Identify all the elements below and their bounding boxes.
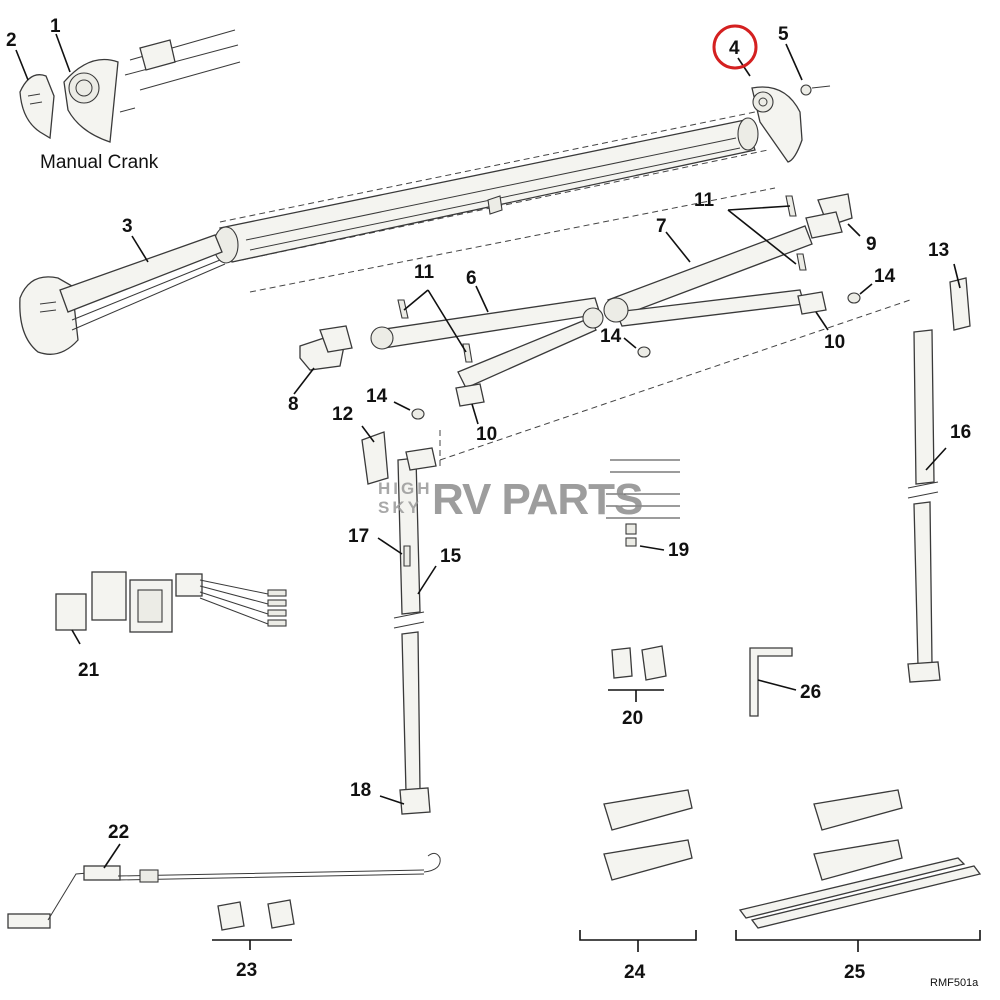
callout-15: 15 <box>440 546 462 567</box>
callout-14-left: 14 <box>366 386 388 407</box>
clips-20 <box>611 645 667 681</box>
support-arm-right <box>907 329 941 683</box>
crank-handle-22 <box>7 852 441 929</box>
callout-26: 26 <box>800 682 821 703</box>
callout-2: 2 <box>6 30 17 51</box>
rafter-arm-left <box>370 297 604 389</box>
callout-23: 23 <box>236 960 257 981</box>
callout-5: 5 <box>778 24 789 45</box>
channels-25 <box>738 789 982 929</box>
callout-19: 19 <box>668 540 689 561</box>
fabric-detail-19 <box>606 459 680 547</box>
support-arm-left <box>393 447 437 815</box>
watermark-line1: HIGH <box>378 479 433 498</box>
callout-10-right: 10 <box>824 332 845 353</box>
hex-key-26 <box>749 647 793 717</box>
callout-11-left: 11 <box>414 262 435 283</box>
drawing-code: RMF501a <box>930 977 979 989</box>
fabric-outline <box>439 299 911 470</box>
roller-tube <box>213 111 776 293</box>
group-brackets <box>212 689 981 952</box>
left-arm-head <box>19 234 226 355</box>
end-cap-right <box>751 84 831 163</box>
callout-18: 18 <box>350 780 371 801</box>
callout-25: 25 <box>844 962 866 983</box>
callout-12: 12 <box>332 404 353 425</box>
callout-13: 13 <box>928 240 949 261</box>
callout-24: 24 <box>624 962 646 983</box>
clips-23 <box>217 899 295 931</box>
callout-6: 6 <box>466 268 477 289</box>
callout-3: 3 <box>122 216 133 237</box>
callout-21: 21 <box>78 660 100 681</box>
channels-24 <box>603 789 693 881</box>
hardware-brackets <box>299 193 971 485</box>
watermark-brand: RV PARTS <box>432 475 642 524</box>
switch-kit-21 <box>55 571 287 633</box>
watermark-line2: SKY <box>378 498 422 517</box>
rafter-arm-right <box>603 225 813 327</box>
callout-8: 8 <box>288 394 299 415</box>
watermark: HIGH SKY RV PARTS <box>378 475 643 524</box>
callout-17: 17 <box>348 526 369 547</box>
manual-crank-caption: Manual Crank <box>40 152 159 173</box>
callout-7: 7 <box>656 216 667 237</box>
callout-22: 22 <box>108 822 129 843</box>
leader-lines <box>15 33 961 869</box>
callout-20: 20 <box>622 708 643 729</box>
highlight-circle-part-4 <box>712 24 758 70</box>
callout-1: 1 <box>50 16 61 37</box>
callout-10-left: 10 <box>476 424 497 445</box>
callout-4: 4 <box>729 38 740 59</box>
callout-14-middle: 14 <box>600 326 622 347</box>
callout-16: 16 <box>950 422 971 443</box>
callout-14-right: 14 <box>874 266 896 287</box>
callout-9: 9 <box>866 234 877 255</box>
manual-crank-inset: Manual Crank <box>19 29 241 173</box>
callout-labels: 2 1 3 4 5 6 7 8 9 10 10 11 11 12 13 14 1… <box>6 16 971 983</box>
callout-11-right: 11 <box>694 190 715 211</box>
